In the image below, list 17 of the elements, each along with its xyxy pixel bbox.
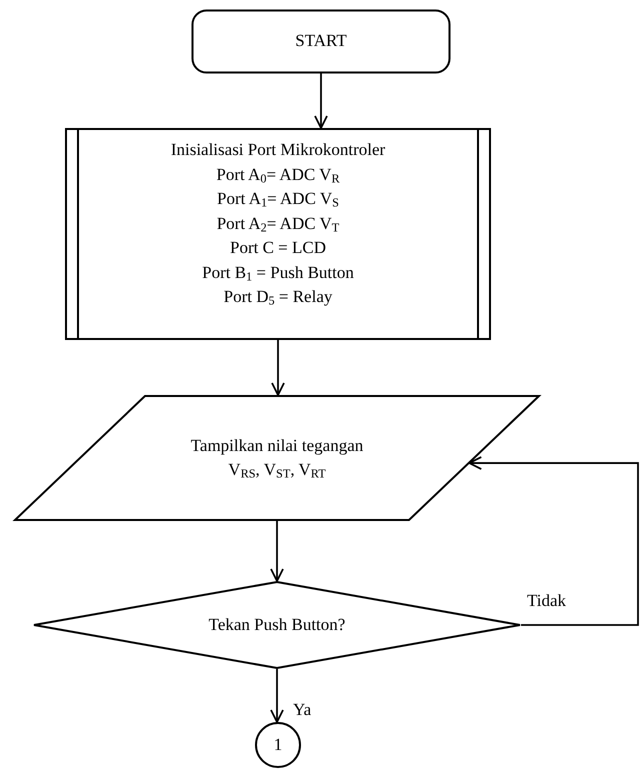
node-text: 1 (274, 734, 282, 756)
arrow (468, 456, 639, 626)
node-text: Port A$_{1}$= ADC V$_{S}$ (217, 188, 339, 212)
arrow (314, 73, 328, 129)
node-text: Port B$_{1}$ = Push Button (202, 262, 354, 285)
heading-text: Tampilkan nilai tegangan (190, 434, 364, 457)
node-text: Port A$_{0}$= ADC V$_{R}$ (216, 164, 340, 187)
heading-text: Inisialisasi Port Mikrokontroler (170, 139, 386, 161)
node-text: Port C = LCD (230, 237, 326, 259)
arrow (270, 521, 284, 582)
node-text: V$_{RS}$, V$_{ST}$, V$_{RT}$ (228, 459, 326, 482)
arrow (270, 669, 284, 723)
node-text: Port D$_{5}$ = Relay (224, 286, 332, 310)
node-text: Tekan Push Button? (208, 614, 346, 636)
node-text: START (295, 30, 347, 52)
arrow (271, 340, 285, 396)
node-text: Port A$_{2}$= ADC V$_{T}$ (216, 212, 340, 236)
